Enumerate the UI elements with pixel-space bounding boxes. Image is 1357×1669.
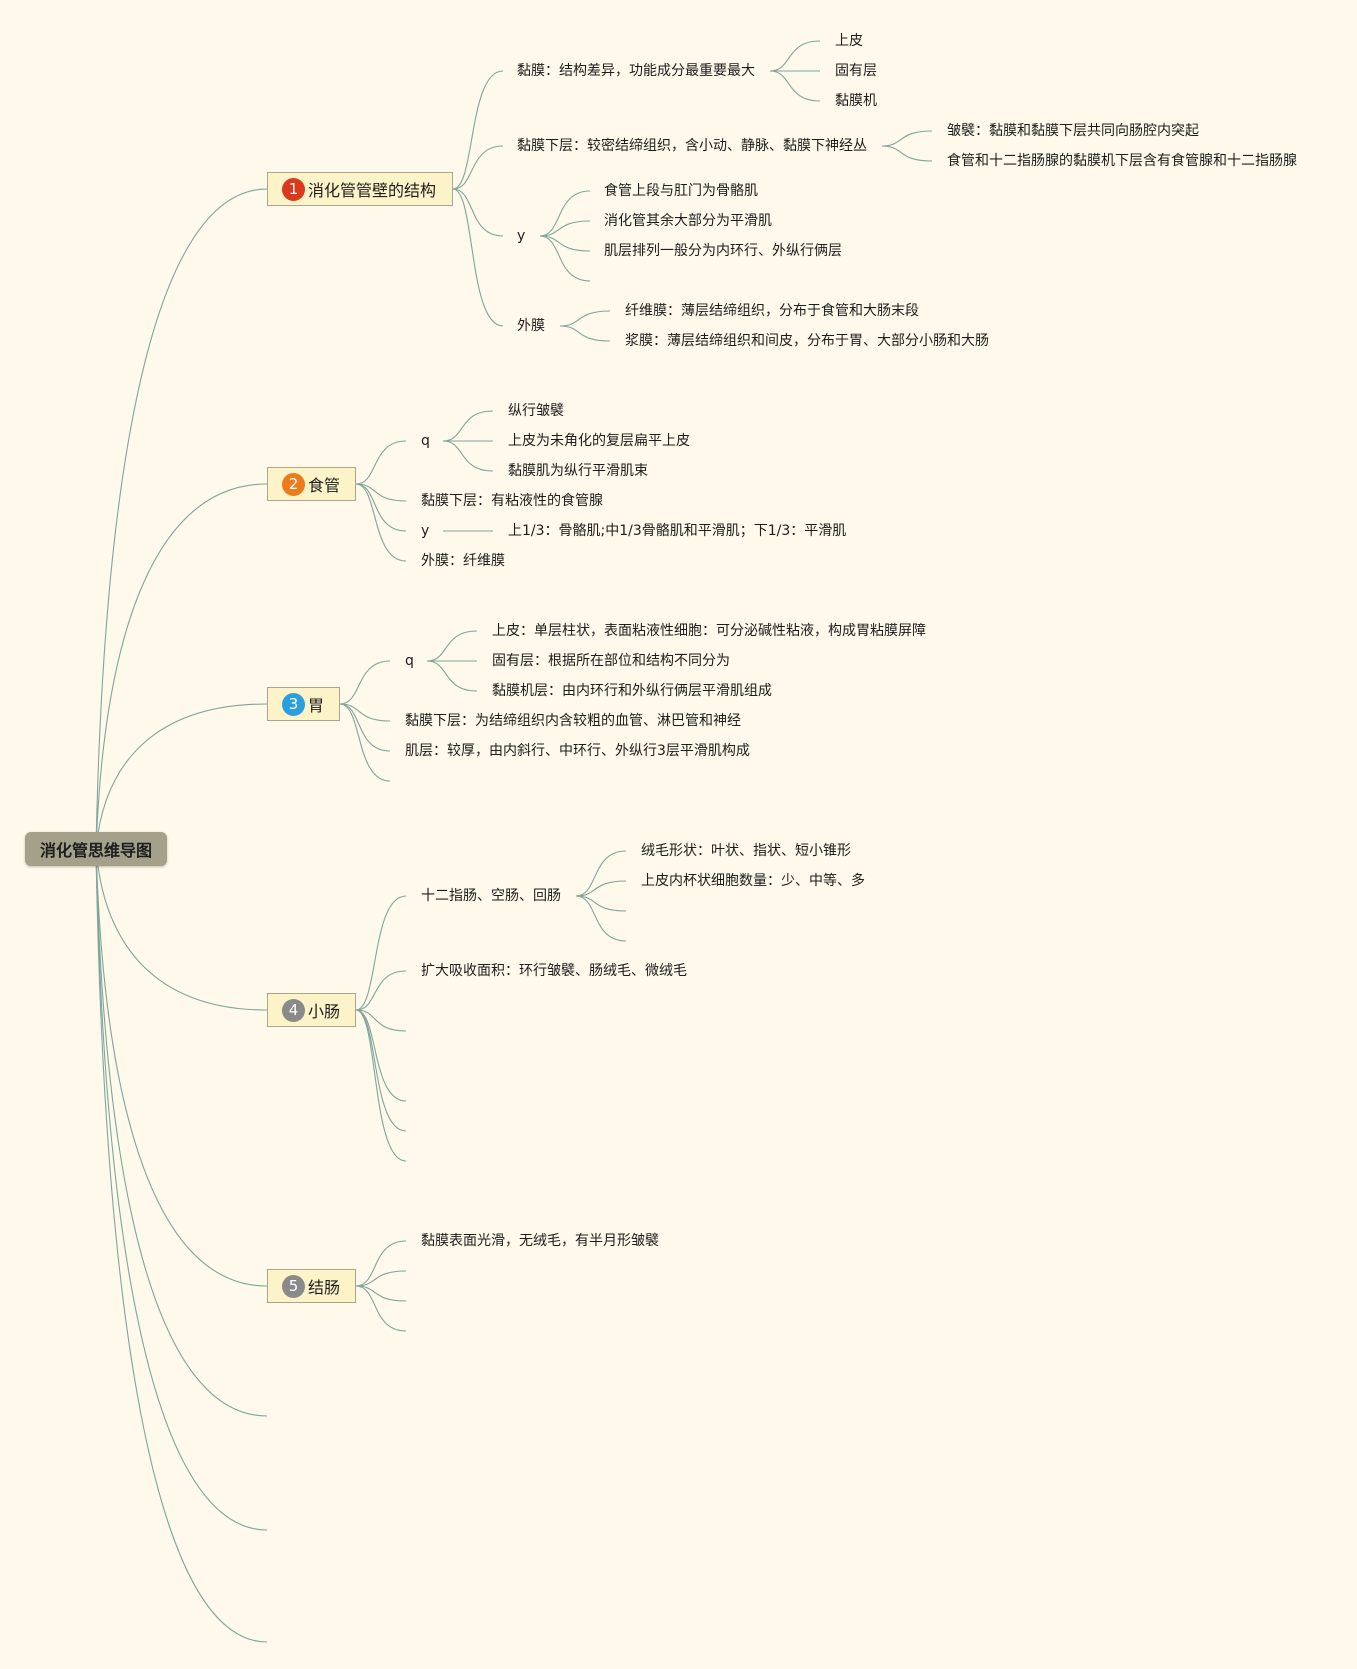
leaf-squamous-epithelium[interactable]: 上皮为未角化的复层扁平上皮 (508, 433, 690, 449)
branch-stomach-submucosa[interactable]: 黏膜下层：为结缔组织内含较粗的血管、淋巴管和神经 (405, 713, 741, 729)
leaf-fibrosa[interactable]: 纤维膜：薄层结缔组织，分布于食管和大肠末段 (625, 303, 919, 319)
esophagus-mucosa-connector-line (442, 410, 494, 442)
branch-esophagus-adventitia[interactable]: 外膜：纤维膜 (421, 553, 505, 569)
topic1-connector-line (452, 188, 504, 327)
segments-connector-line (575, 895, 627, 912)
topic2-connector-line (355, 440, 407, 485)
branch-colon-mucosa[interactable]: 黏膜表面光滑，无绒毛，有半月形皱襞 (421, 1233, 659, 1249)
root-connector-line (95, 848, 268, 1643)
mucosa-connector-line (769, 40, 821, 72)
branch-esophagus-muscularis[interactable]: y (421, 523, 430, 539)
muscularis-connector-line (539, 235, 591, 282)
branch-muscularis[interactable]: y (517, 228, 526, 244)
stomach-mucosa-connector-line (426, 660, 478, 692)
esophagus-mucosa-connector-line (442, 440, 494, 472)
topic2-connector-line (355, 483, 407, 532)
branch-submucosa[interactable]: 黏膜下层：较密结缔组织，含小动、静脉、黏膜下神经丛 (517, 138, 867, 154)
topic5-connector-line (355, 1285, 407, 1302)
number-badge-icon: 5 (282, 1274, 305, 1298)
leaf-plica[interactable]: 皱襞：黏膜和黏膜下层共同向肠腔内突起 (947, 123, 1199, 139)
topic-stomach[interactable]: 3 胃 (267, 687, 340, 721)
topic4-connector-line (355, 1009, 407, 1162)
root-connector-line (95, 188, 268, 850)
topic4-connector-line (355, 1009, 407, 1102)
stomach-mucosa-connector-line (426, 630, 478, 662)
muscularis-connector-line (539, 190, 591, 237)
leaf-stomach-lamina[interactable]: 固有层：根据所在部位和结构不同分为 (492, 653, 730, 669)
leaf-lamina-propria[interactable]: 固有层 (835, 63, 877, 79)
leaf-villi-shape[interactable]: 绒毛形状：叶状、指状、短小锥形 (641, 843, 851, 859)
topic1-connector-line (452, 188, 504, 237)
topic-small-intestine[interactable]: 4 小肠 (267, 993, 356, 1027)
leaf-glands[interactable]: 食管和十二指肠腺的黏膜机下层含有食管腺和十二指肠腺 (947, 153, 1297, 169)
root-connector-line (95, 848, 268, 1417)
topic3-connector-line (339, 703, 391, 782)
topic4-connector-line (355, 1009, 407, 1132)
leaf-epithelium[interactable]: 上皮 (835, 33, 863, 49)
topic4-connector-line (355, 970, 407, 1011)
topic-label: 食管 (308, 476, 341, 495)
segments-connector-line (575, 880, 627, 897)
branch-stomach-muscularis[interactable]: 肌层：较厚，由内斜行、中环行、外纵行3层平滑肌构成 (405, 743, 750, 759)
topic1-connector-line (452, 145, 504, 190)
segments-connector-line (575, 895, 627, 942)
root-connector-line (95, 848, 268, 1287)
leaf-muscularis-mucosae[interactable]: 黏膜机 (835, 93, 877, 109)
leaf-muscle-distribution[interactable]: 上1/3：骨骼肌;中1/3骨骼肌和平滑肌；下1/3：平滑肌 (508, 523, 847, 539)
root-connector-line (95, 848, 268, 1531)
adventitia-connector-line (559, 325, 611, 342)
root-connector-line (95, 483, 268, 850)
topic-label: 胃 (308, 696, 325, 715)
number-badge-icon: 3 (282, 692, 305, 716)
branch-adventitia[interactable]: 外膜 (517, 318, 545, 334)
submucosa-connector-line (881, 145, 933, 162)
topic-wall-structure[interactable]: 1 消化管管壁的结构 (267, 172, 453, 206)
root-connector-line (95, 848, 268, 1011)
number-badge-icon: 1 (282, 177, 305, 201)
topic-label: 小肠 (308, 1002, 341, 1021)
leaf-skeletal-muscle[interactable]: 食管上段与肛门为骨骼肌 (604, 183, 758, 199)
leaf-serosa[interactable]: 浆膜：薄层结缔组织和间皮，分布于胃、大部分小肠和大肠 (625, 333, 989, 349)
adventitia-connector-line (559, 310, 611, 327)
number-badge-icon: 4 (282, 998, 305, 1022)
topic4-connector-line (355, 895, 407, 1011)
topic3-connector-line (339, 660, 391, 705)
topic5-connector-line (355, 1270, 407, 1287)
branch-esophagus-submucosa[interactable]: 黏膜下层：有粘液性的食管腺 (421, 493, 603, 509)
muscularis-connector-line (539, 220, 591, 237)
leaf-longitudinal-smooth[interactable]: 黏膜肌为纵行平滑肌束 (508, 463, 648, 479)
topic5-connector-line (355, 1285, 407, 1332)
branch-absorption-area[interactable]: 扩大吸收面积：环行皱襞、肠绒毛、微绒毛 (421, 963, 687, 979)
mucosa-connector-line (769, 70, 821, 102)
branch-esophagus-mucosa[interactable]: q (421, 433, 430, 449)
leaf-goblet-cells[interactable]: 上皮内杯状细胞数量：少、中等、多 (641, 873, 865, 889)
leaf-smooth-muscle[interactable]: 消化管其余大部分为平滑肌 (604, 213, 772, 229)
topic5-connector-line (355, 1240, 407, 1287)
topic-esophagus[interactable]: 2 食管 (267, 467, 356, 501)
segments-connector-line (575, 850, 627, 897)
topic-colon[interactable]: 5 结肠 (267, 1269, 356, 1303)
topic-label: 结肠 (308, 1278, 341, 1297)
topic-label: 消化管管壁的结构 (308, 181, 437, 200)
number-badge-icon: 2 (282, 472, 305, 496)
root-connector-line (95, 703, 268, 850)
branch-stomach-mucosa[interactable]: q (405, 653, 414, 669)
root-node[interactable]: 消化管思维导图 (25, 832, 167, 866)
topic3-connector-line (339, 703, 391, 752)
leaf-columnar-epithelium[interactable]: 上皮：单层柱状，表面粘液性细胞：可分泌碱性粘液，构成胃粘膜屏障 (492, 623, 926, 639)
topic2-connector-line (355, 483, 407, 502)
branch-mucosa[interactable]: 黏膜：结构差异，功能成分最重要最大 (517, 63, 755, 79)
leaf-stomach-muscularis-mucosae[interactable]: 黏膜机层：由内环行和外纵行俩层平滑肌组成 (492, 683, 772, 699)
topic2-connector-line (355, 483, 407, 562)
topic4-connector-line (355, 1009, 407, 1032)
topic3-connector-line (339, 703, 391, 722)
muscularis-connector-line (539, 235, 591, 252)
leaf-longitudinal-folds[interactable]: 纵行皱襞 (508, 403, 564, 419)
submucosa-connector-line (881, 130, 933, 147)
leaf-muscle-layers[interactable]: 肌层排列一般分为内环行、外纵行俩层 (604, 243, 842, 259)
branch-intestine-segments[interactable]: 十二指肠、空肠、回肠 (421, 888, 561, 904)
topic1-connector-line (452, 70, 504, 190)
